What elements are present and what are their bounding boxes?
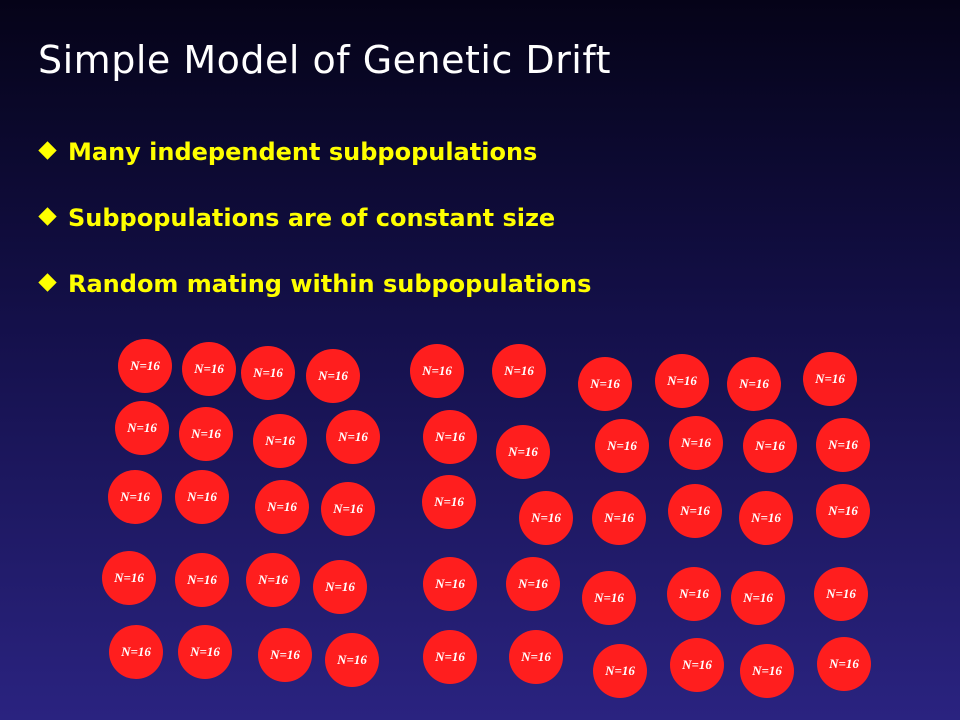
slide-title: Simple Model of Genetic Drift	[38, 38, 611, 82]
subpopulation-circle: N=16	[492, 344, 546, 398]
subpopulation-circle: N=16	[313, 560, 367, 614]
subpopulation-circle: N=16	[740, 644, 794, 698]
diamond-bullet-icon	[38, 141, 57, 160]
subpopulation-circle: N=16	[667, 567, 721, 621]
subpopulation-circle: N=16	[325, 633, 379, 687]
bullet-item: Subpopulations are of constant size	[38, 204, 555, 232]
subpopulation-circle: N=16	[592, 491, 646, 545]
subpopulation-circle: N=16	[817, 637, 871, 691]
bullet-item: Many independent subpopulations	[38, 138, 537, 166]
subpopulation-circle: N=16	[496, 425, 550, 479]
subpopulation-circle: N=16	[326, 410, 380, 464]
subpopulation-circle: N=16	[108, 470, 162, 524]
bullet-item: Random mating within subpopulations	[38, 270, 591, 298]
subpopulation-circle: N=16	[593, 644, 647, 698]
subpopulation-circle: N=16	[306, 349, 360, 403]
subpopulation-circle: N=16	[423, 557, 477, 611]
subpopulation-circle: N=16	[422, 475, 476, 529]
subpopulation-circle: N=16	[115, 401, 169, 455]
subpopulation-circle: N=16	[727, 357, 781, 411]
subpopulation-circle: N=16	[816, 418, 870, 472]
subpopulation-circle: N=16	[241, 346, 295, 400]
bullet-text: Random mating within subpopulations	[68, 270, 592, 298]
subpopulation-circle: N=16	[109, 625, 163, 679]
subpopulation-circle: N=16	[423, 630, 477, 684]
subpopulation-circle: N=16	[582, 571, 636, 625]
subpopulation-circle: N=16	[816, 484, 870, 538]
subpopulation-circle: N=16	[410, 344, 464, 398]
subpopulation-circle: N=16	[182, 342, 236, 396]
subpopulation-circle: N=16	[506, 557, 560, 611]
diamond-bullet-icon	[38, 207, 57, 226]
subpopulation-circle: N=16	[743, 419, 797, 473]
diamond-bullet-icon	[38, 273, 57, 292]
subpopulation-circle: N=16	[731, 571, 785, 625]
subpopulation-circle: N=16	[258, 628, 312, 682]
subpopulation-circle: N=16	[253, 414, 307, 468]
subpopulation-circle: N=16	[668, 484, 722, 538]
subpopulation-circle: N=16	[803, 352, 857, 406]
subpopulation-circle: N=16	[423, 410, 477, 464]
subpopulation-circle: N=16	[102, 551, 156, 605]
subpopulation-circle: N=16	[175, 553, 229, 607]
subpopulation-circle: N=16	[246, 553, 300, 607]
subpopulation-circle: N=16	[255, 480, 309, 534]
bullet-text: Subpopulations are of constant size	[68, 204, 556, 232]
subpopulation-circle: N=16	[669, 416, 723, 470]
subpopulation-circle: N=16	[595, 419, 649, 473]
subpopulation-circle: N=16	[175, 470, 229, 524]
subpopulation-circle: N=16	[509, 630, 563, 684]
subpopulation-circle: N=16	[578, 357, 632, 411]
subpopulation-circle: N=16	[118, 339, 172, 393]
subpopulation-circle: N=16	[739, 491, 793, 545]
subpopulation-circle: N=16	[670, 638, 724, 692]
subpopulation-circle: N=16	[178, 625, 232, 679]
subpopulation-circle: N=16	[655, 354, 709, 408]
subpopulation-circle: N=16	[519, 491, 573, 545]
subpopulation-circle: N=16	[179, 407, 233, 461]
bullet-text: Many independent subpopulations	[68, 138, 538, 166]
subpopulation-circle: N=16	[321, 482, 375, 536]
subpopulation-circle: N=16	[814, 567, 868, 621]
